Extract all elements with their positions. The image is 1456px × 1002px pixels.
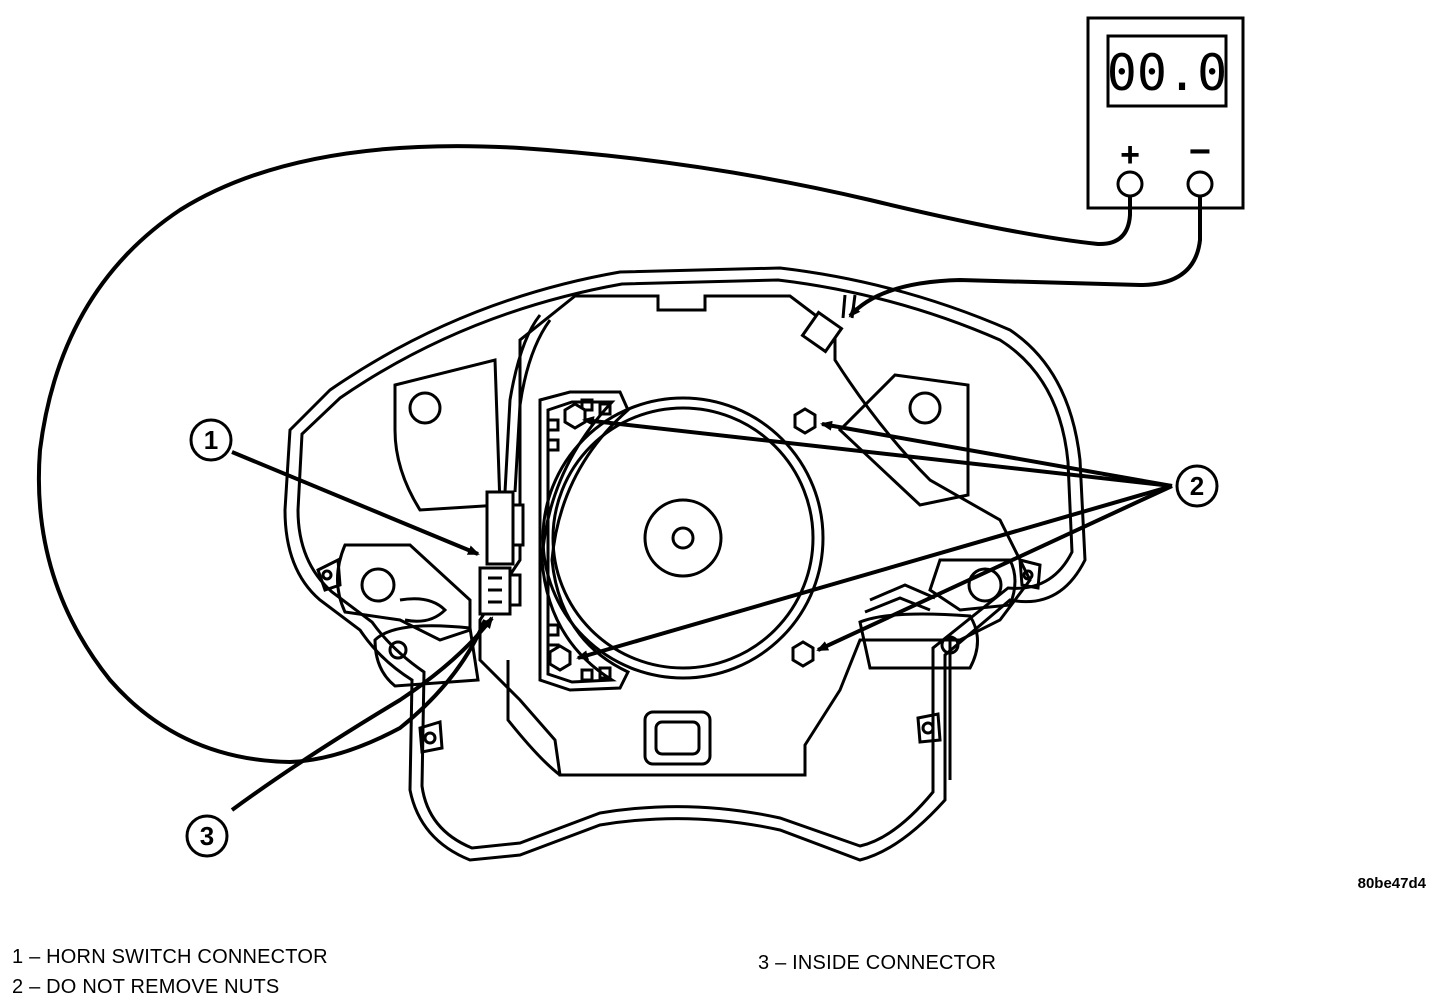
nut-upper-left <box>563 402 587 430</box>
callout-1: 1 <box>189 418 233 462</box>
legend-item-1: 1 – HORN SWITCH CONNECTOR <box>12 946 328 968</box>
meter-display <box>1106 34 1228 108</box>
arrow-3 <box>230 616 494 812</box>
arrow-2d <box>816 484 1173 652</box>
callout-2-number: 2 <box>1190 471 1204 501</box>
legend-item-3: 3 – INSIDE CONNECTOR <box>758 952 997 974</box>
legend-item-2: 2 – DO NOT REMOVE NUTS <box>12 976 280 998</box>
negative-terminal-label: − <box>1189 131 1211 173</box>
positive-terminal-label: + <box>1120 136 1140 174</box>
airbag-module <box>283 266 1087 862</box>
nut-upper-right <box>793 407 817 435</box>
arrow-1 <box>231 450 480 556</box>
mounting-nuts <box>548 402 817 672</box>
callout-3: 3 <box>185 814 229 858</box>
callout-3-number: 3 <box>200 821 214 851</box>
arrow-2b <box>820 420 1173 488</box>
clockspring <box>538 390 825 692</box>
positive-test-lead <box>36 144 1132 765</box>
top-connector <box>800 294 857 354</box>
callout-arrows <box>230 416 1173 812</box>
nut-lower-right <box>791 640 815 668</box>
callout-1-number: 1 <box>204 425 218 455</box>
meter-reading: 00.0 <box>1107 44 1227 102</box>
arrow-2a <box>582 416 1173 488</box>
multimeter: 00.0 + − <box>1086 16 1245 210</box>
negative-test-lead <box>848 196 1202 318</box>
callout-2: 2 <box>1175 464 1219 508</box>
positive-terminal <box>1116 170 1144 198</box>
arrow-2c <box>576 484 1173 661</box>
horn-switch-connector <box>485 314 552 566</box>
inside-connector <box>478 566 522 616</box>
figure-code: 80be47d4 <box>1358 875 1427 892</box>
nut-lower-left <box>548 644 572 672</box>
negative-terminal <box>1186 170 1214 198</box>
